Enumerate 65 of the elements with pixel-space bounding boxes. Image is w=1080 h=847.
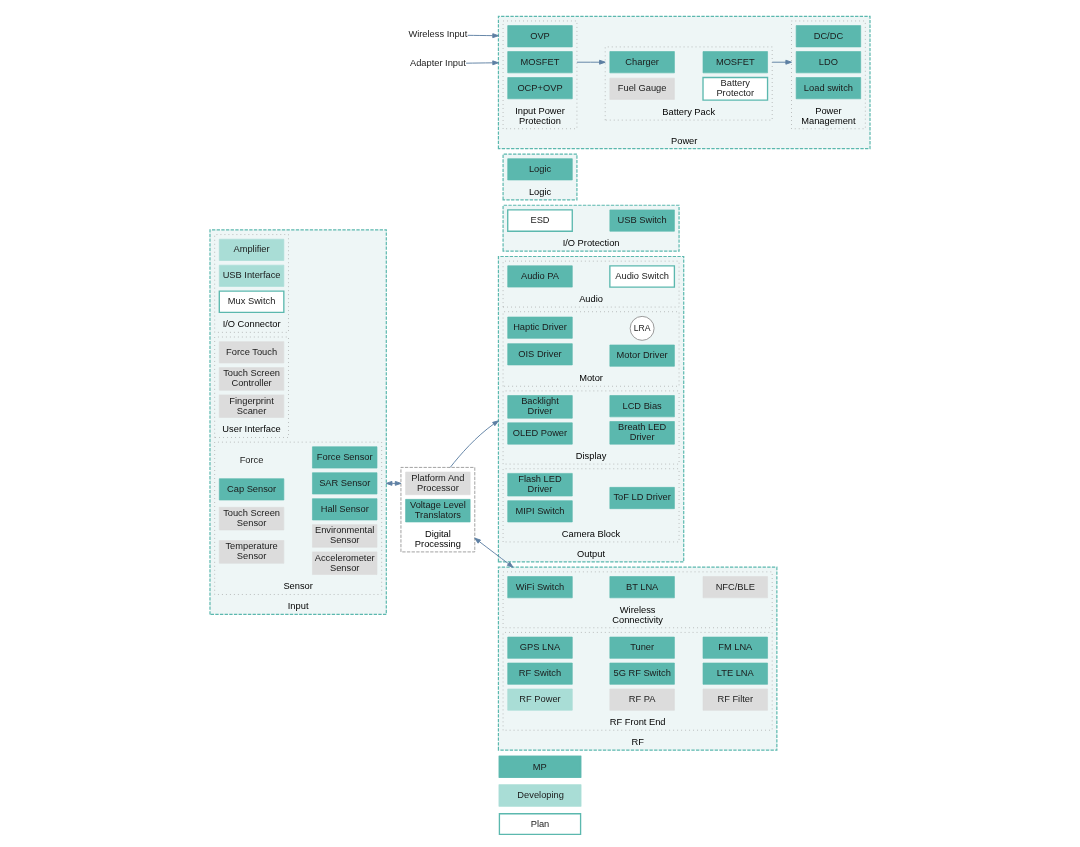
node-box: WiFi Switch: [507, 576, 573, 599]
node-box: BT LNA: [609, 576, 675, 599]
node-box: Temperature Sensor: [218, 540, 285, 564]
node-box: Motor Driver: [609, 344, 675, 367]
node-box: MIPI Switch: [507, 500, 573, 523]
node-box: FM LNA: [702, 636, 768, 659]
node-box: ToF LD Driver: [609, 487, 675, 509]
node-box: Fingerprint Scaner: [218, 394, 285, 418]
arrow: [449, 420, 499, 468]
node-box: MOSFET: [507, 51, 573, 74]
node-box: Amplifier: [218, 238, 285, 261]
arrow: [467, 33, 499, 39]
arrow: [576, 59, 606, 65]
node-box: ESD: [507, 209, 573, 232]
node-box: Battery Protector: [702, 76, 769, 101]
node-box: Force Sensor: [312, 446, 378, 469]
node-box: Tuner: [609, 636, 675, 659]
node-box: RF Filter: [702, 688, 768, 711]
node-box: RF PA: [609, 688, 675, 711]
label: Force: [239, 455, 264, 466]
node-text: Wireless Input: [408, 29, 468, 40]
node-box: Fuel Gauge: [609, 77, 675, 100]
node-box: OIS Driver: [507, 343, 573, 366]
node-box: Haptic Driver: [507, 316, 573, 339]
node-box: Touch Screen Sensor: [218, 507, 285, 531]
legend-label: MP: [532, 761, 547, 772]
node-box: Environmental Sensor: [312, 524, 378, 548]
node-box: Audio Switch: [609, 265, 676, 288]
node-circle: LRA: [629, 315, 655, 341]
node-box: Force Touch: [218, 341, 285, 364]
node-box: Mux Switch: [218, 290, 285, 314]
node-box: NFC/BLE: [702, 576, 768, 599]
arrow: [465, 60, 499, 66]
node-text: Adapter Input: [409, 58, 466, 69]
node-box: OVP: [507, 25, 573, 48]
node-box: LCD Bias: [609, 395, 675, 418]
node-box: Touch Screen Controller: [218, 367, 285, 391]
node-box: 5G RF Switch: [609, 662, 675, 685]
arrow: [474, 537, 514, 568]
node-box: USB Interface: [218, 264, 285, 287]
legend-label: Developing: [517, 790, 564, 801]
node-box: DC/DC: [795, 25, 862, 48]
node-box: Backlight Driver: [507, 395, 573, 419]
node-box: Load switch: [795, 77, 862, 100]
node-box: Charger: [609, 51, 675, 74]
node-box: USB Switch: [609, 209, 675, 232]
node-box: Voltage Level Translators: [405, 499, 471, 523]
node-box: OCP+OVP: [507, 77, 573, 100]
node-box: Audio PA: [507, 265, 573, 288]
node-box: OLED Power: [507, 422, 573, 445]
node-box: Flash LED Driver: [507, 473, 573, 497]
node-box: SAR Sensor: [312, 472, 378, 495]
node-box: Platform And Processor: [405, 471, 471, 496]
node-box: RF Switch: [507, 662, 573, 685]
legend-label: Plan: [530, 818, 550, 829]
node-box: LTE LNA: [702, 662, 768, 685]
node-box: Accelerometer Sensor: [312, 551, 378, 575]
node-box: LDO: [795, 51, 862, 74]
node-box: GPS LNA: [507, 636, 573, 659]
node-box: MOSFET: [702, 51, 768, 74]
node-box: Cap Sensor: [218, 478, 285, 501]
node-box: RF Power: [507, 688, 573, 711]
node-box: Logic: [507, 158, 573, 181]
node-box: Breath LED Driver: [609, 421, 675, 445]
node-box: Hall Sensor: [312, 498, 378, 521]
